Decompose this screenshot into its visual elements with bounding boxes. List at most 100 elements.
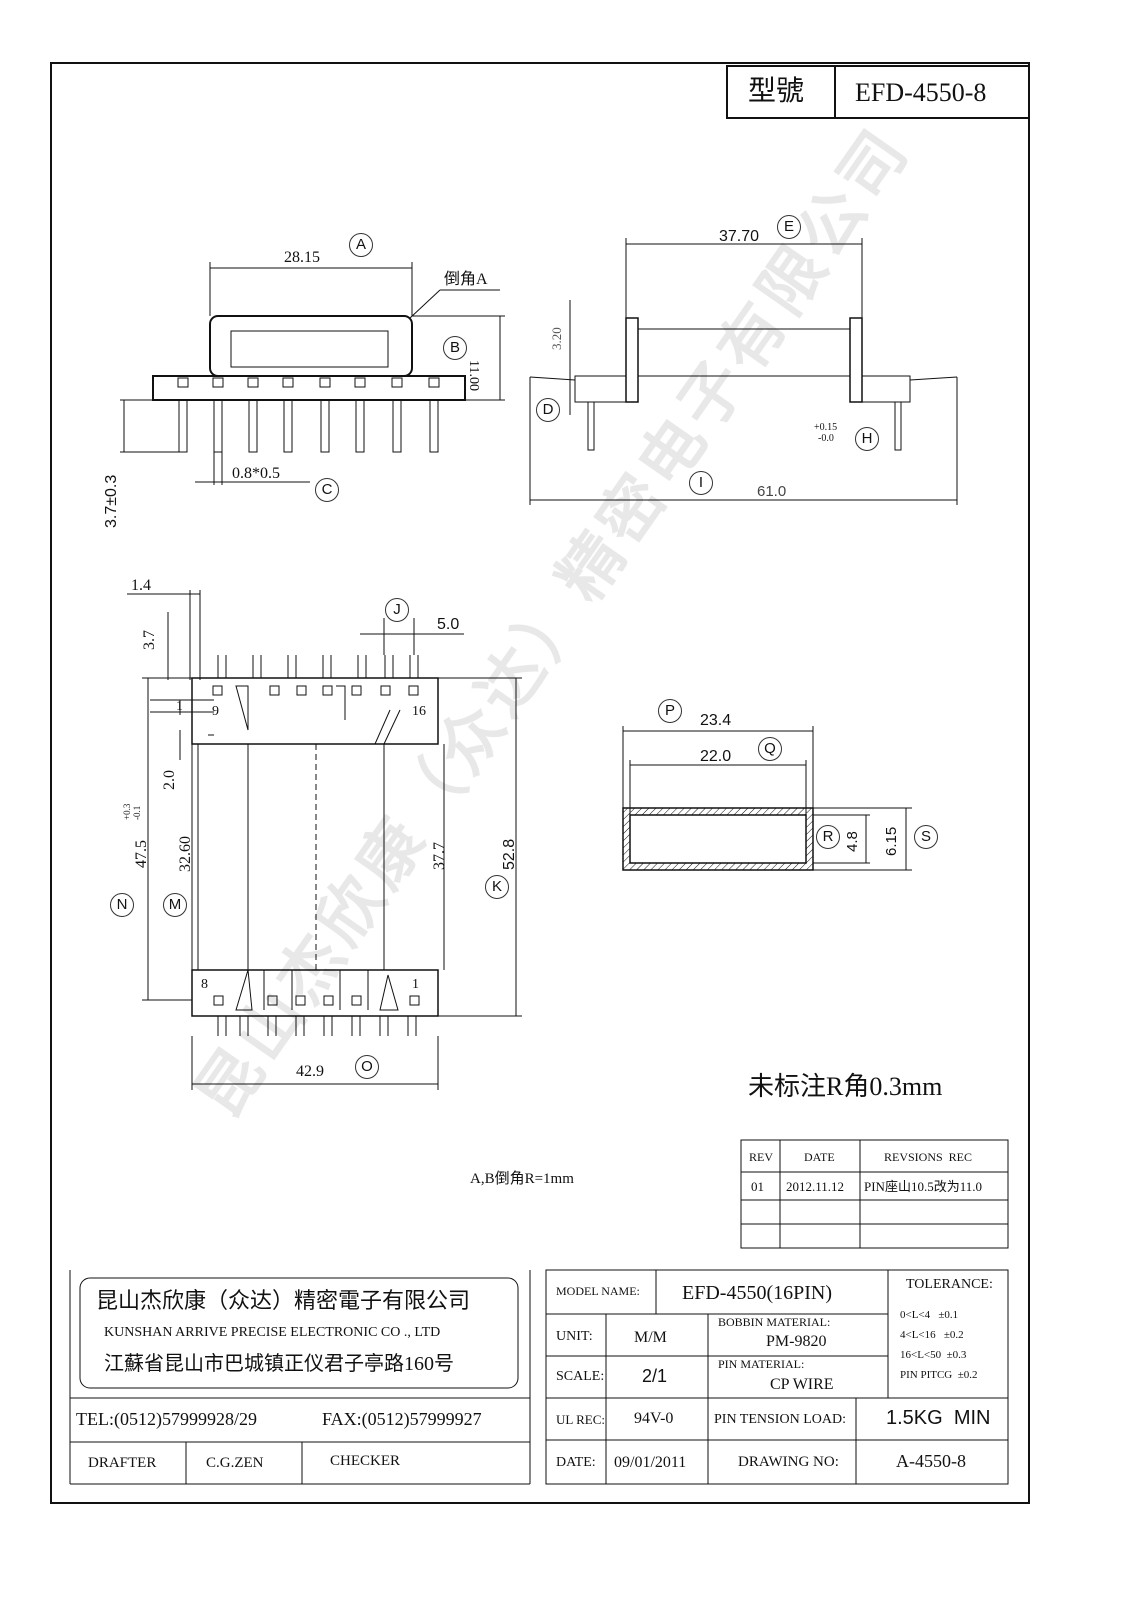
- pin-9: 9: [212, 704, 219, 719]
- revision-table-lines: [740, 1139, 1009, 1249]
- label-j: J: [385, 598, 409, 622]
- n-tol-minus: -0.1: [132, 805, 142, 820]
- plan-bottom-pins: [217, 1016, 417, 1036]
- scale-value: 2/1: [642, 1366, 668, 1386]
- tolerance-label: TOLERANCE:: [906, 1277, 993, 1292]
- front-view: [120, 262, 505, 485]
- label-a: A: [349, 233, 373, 257]
- unit-label: UNIT:: [556, 1329, 593, 1344]
- label-k: K: [485, 875, 509, 899]
- drafter-name: C.G.ZEN: [206, 1455, 264, 1471]
- ul-value: 94V-0: [634, 1410, 674, 1427]
- model-value: EFD-4550-8: [855, 78, 987, 107]
- scale-label: SCALE:: [556, 1369, 605, 1384]
- pin-16: 16: [412, 704, 426, 719]
- plan-top-slots: [208, 685, 419, 745]
- pin-8: 8: [201, 977, 208, 992]
- drawing-frame: [50, 62, 1030, 1504]
- dim-side-2: 2.0: [161, 770, 178, 790]
- rev-row-date: 2012.11.12: [786, 1179, 845, 1194]
- front-pins: [178, 399, 439, 453]
- date-value: 09/01/2011: [614, 1454, 687, 1471]
- company-address: 江蘇省昆山市巴城镇正仪君子亭路160号: [104, 1353, 454, 1375]
- tol-row-2: 4<L<16 ±0.2: [900, 1329, 964, 1341]
- model-name: EFD-4550(16PIN): [682, 1282, 832, 1304]
- drawing-no-value: A-4550-8: [896, 1451, 966, 1471]
- h-tol-plus: +0.15: [814, 422, 838, 433]
- label-r: R: [816, 825, 840, 849]
- pin-material-value: CP WIRE: [770, 1376, 834, 1393]
- dim-top-h: 3.7: [141, 630, 158, 650]
- tol-row-4: PIN PITCG ±0.2: [900, 1369, 978, 1381]
- section-view: [622, 726, 912, 871]
- dim-e-value: 37.70: [719, 228, 760, 245]
- dim-top-w: 1.4: [131, 577, 151, 594]
- dim-j-value: 5.0: [437, 616, 460, 633]
- dim-n-value: 47.5: [133, 840, 150, 868]
- label-q: Q: [758, 737, 782, 761]
- rev-row-rev: 01: [751, 1179, 764, 1194]
- label-n: N: [110, 893, 134, 917]
- label-b: B: [443, 336, 467, 360]
- company-name-cn: 昆山杰欣康（众达）精密電子有限公司: [96, 1288, 471, 1313]
- rev-header-rec: REVSIONS REC: [884, 1150, 973, 1164]
- side-view: [529, 238, 958, 505]
- dim-i-value: 61.0: [757, 483, 787, 500]
- dim-p-value: 23.4: [700, 712, 732, 729]
- front-slots: [177, 377, 440, 388]
- pin-tension-label: PIN TENSION LOAD:: [714, 1412, 846, 1427]
- model-label: 型號: [748, 76, 805, 107]
- dim-o-value: 42.9: [296, 1063, 324, 1080]
- dim-d-value: 3.20: [549, 327, 564, 350]
- radius-note: 未标注R角0.3mm: [748, 1072, 943, 1101]
- dim-b-value: 11.00: [466, 360, 481, 391]
- rev-row-rec: PIN座山10.5改为11.0: [864, 1179, 982, 1194]
- rev-header-rev: REV: [749, 1150, 773, 1164]
- plan-bottom-slots: [213, 969, 420, 1011]
- label-m: M: [163, 893, 187, 917]
- dim-c-value: 0.8*0.5: [232, 465, 280, 482]
- dim-s-value: 6.15: [883, 826, 900, 856]
- label-p: P: [658, 699, 682, 723]
- dim-mid-value: 37.7: [431, 842, 448, 870]
- dim-q-value: 22.0: [700, 748, 732, 765]
- unit-value: M/M: [634, 1329, 667, 1346]
- n-tol-plus: +0.3: [122, 803, 132, 820]
- pin-material-label: PIN MATERIAL:: [718, 1357, 805, 1371]
- bobbin-value: PM-9820: [766, 1333, 827, 1350]
- dim-a-value: 28.15: [284, 249, 320, 266]
- checker-label: CHECKER: [330, 1453, 401, 1469]
- company-fax: FAX:(0512)57999927: [322, 1409, 482, 1429]
- bobbin-label: BOBBIN MATERIAL:: [718, 1315, 831, 1329]
- h-tol-minus: -0.0: [818, 433, 834, 444]
- tol-row-3: 16<L<50 ±0.3: [900, 1349, 967, 1361]
- label-s: S: [914, 825, 938, 849]
- company-tel: TEL:(0512)57999928/29: [76, 1409, 257, 1429]
- rev-header-date: DATE: [804, 1150, 835, 1164]
- dim-k-value: 52.8: [501, 838, 518, 870]
- label-i: I: [689, 471, 713, 495]
- label-c: C: [315, 478, 339, 502]
- model-name-label: MODEL NAME:: [556, 1284, 640, 1298]
- dim-side-1: 1: [176, 699, 183, 714]
- model-header-box: [726, 65, 1030, 119]
- company-name-en: KUNSHAN ARRIVE PRECISE ELECTRONIC CO ., …: [104, 1325, 441, 1340]
- label-d: D: [536, 398, 560, 422]
- drawing-no-label: DRAWING NO:: [738, 1454, 839, 1470]
- label-e: E: [777, 215, 801, 239]
- tol-row-1: 0<L<4 ±0.1: [900, 1309, 959, 1321]
- drafter-label: DRAFTER: [88, 1455, 157, 1471]
- date-label: DATE:: [556, 1455, 596, 1470]
- dim-r-value: 4.8: [844, 831, 861, 852]
- pin-tension-value: 1.5KG MIN: [886, 1407, 991, 1429]
- chamfer-a: 倒角A: [444, 271, 488, 288]
- label-o: O: [355, 1055, 379, 1079]
- company-box: [79, 1277, 519, 1389]
- plan-top-pins: [217, 655, 419, 678]
- dim-left-pin: 3.7±0.3: [103, 474, 120, 528]
- ul-label: UL REC:: [556, 1412, 605, 1427]
- dim-m-value: 32.60: [177, 836, 194, 872]
- label-h: H: [855, 427, 879, 451]
- plan-view: [127, 590, 522, 1090]
